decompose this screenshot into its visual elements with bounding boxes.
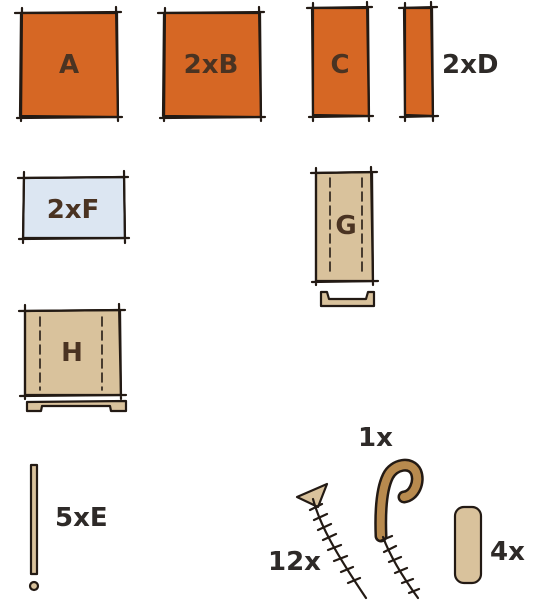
hook-label: 1x [358, 423, 393, 453]
part-f-label: 2xF [47, 195, 100, 225]
screws-label: 12x [268, 547, 321, 577]
part-a-label: A [59, 50, 79, 80]
part-f: 2xF [18, 171, 129, 243]
part-b: 2xB [158, 7, 265, 121]
part-g-profile [321, 292, 374, 306]
part-h-profile [27, 401, 126, 411]
hook-icon: 1x [358, 423, 419, 598]
part-e-label: 5xE [55, 503, 108, 533]
part-b-label: 2xB [184, 50, 239, 80]
part-c-label: C [330, 50, 349, 80]
part-h-label: H [61, 338, 83, 368]
part-g: G [311, 167, 378, 306]
part-a: A [15, 7, 122, 121]
part-g-label: G [335, 211, 356, 241]
pad-icon: 4x [455, 507, 525, 583]
part-h: H [19, 304, 126, 411]
pads-label: 4x [490, 537, 525, 567]
part-d-label: 2xD [442, 50, 498, 80]
part-c: C [307, 2, 373, 121]
screw-icon: 12x [268, 484, 366, 598]
part-d: 2xD [399, 2, 498, 121]
part-e: 5xE [30, 465, 108, 590]
